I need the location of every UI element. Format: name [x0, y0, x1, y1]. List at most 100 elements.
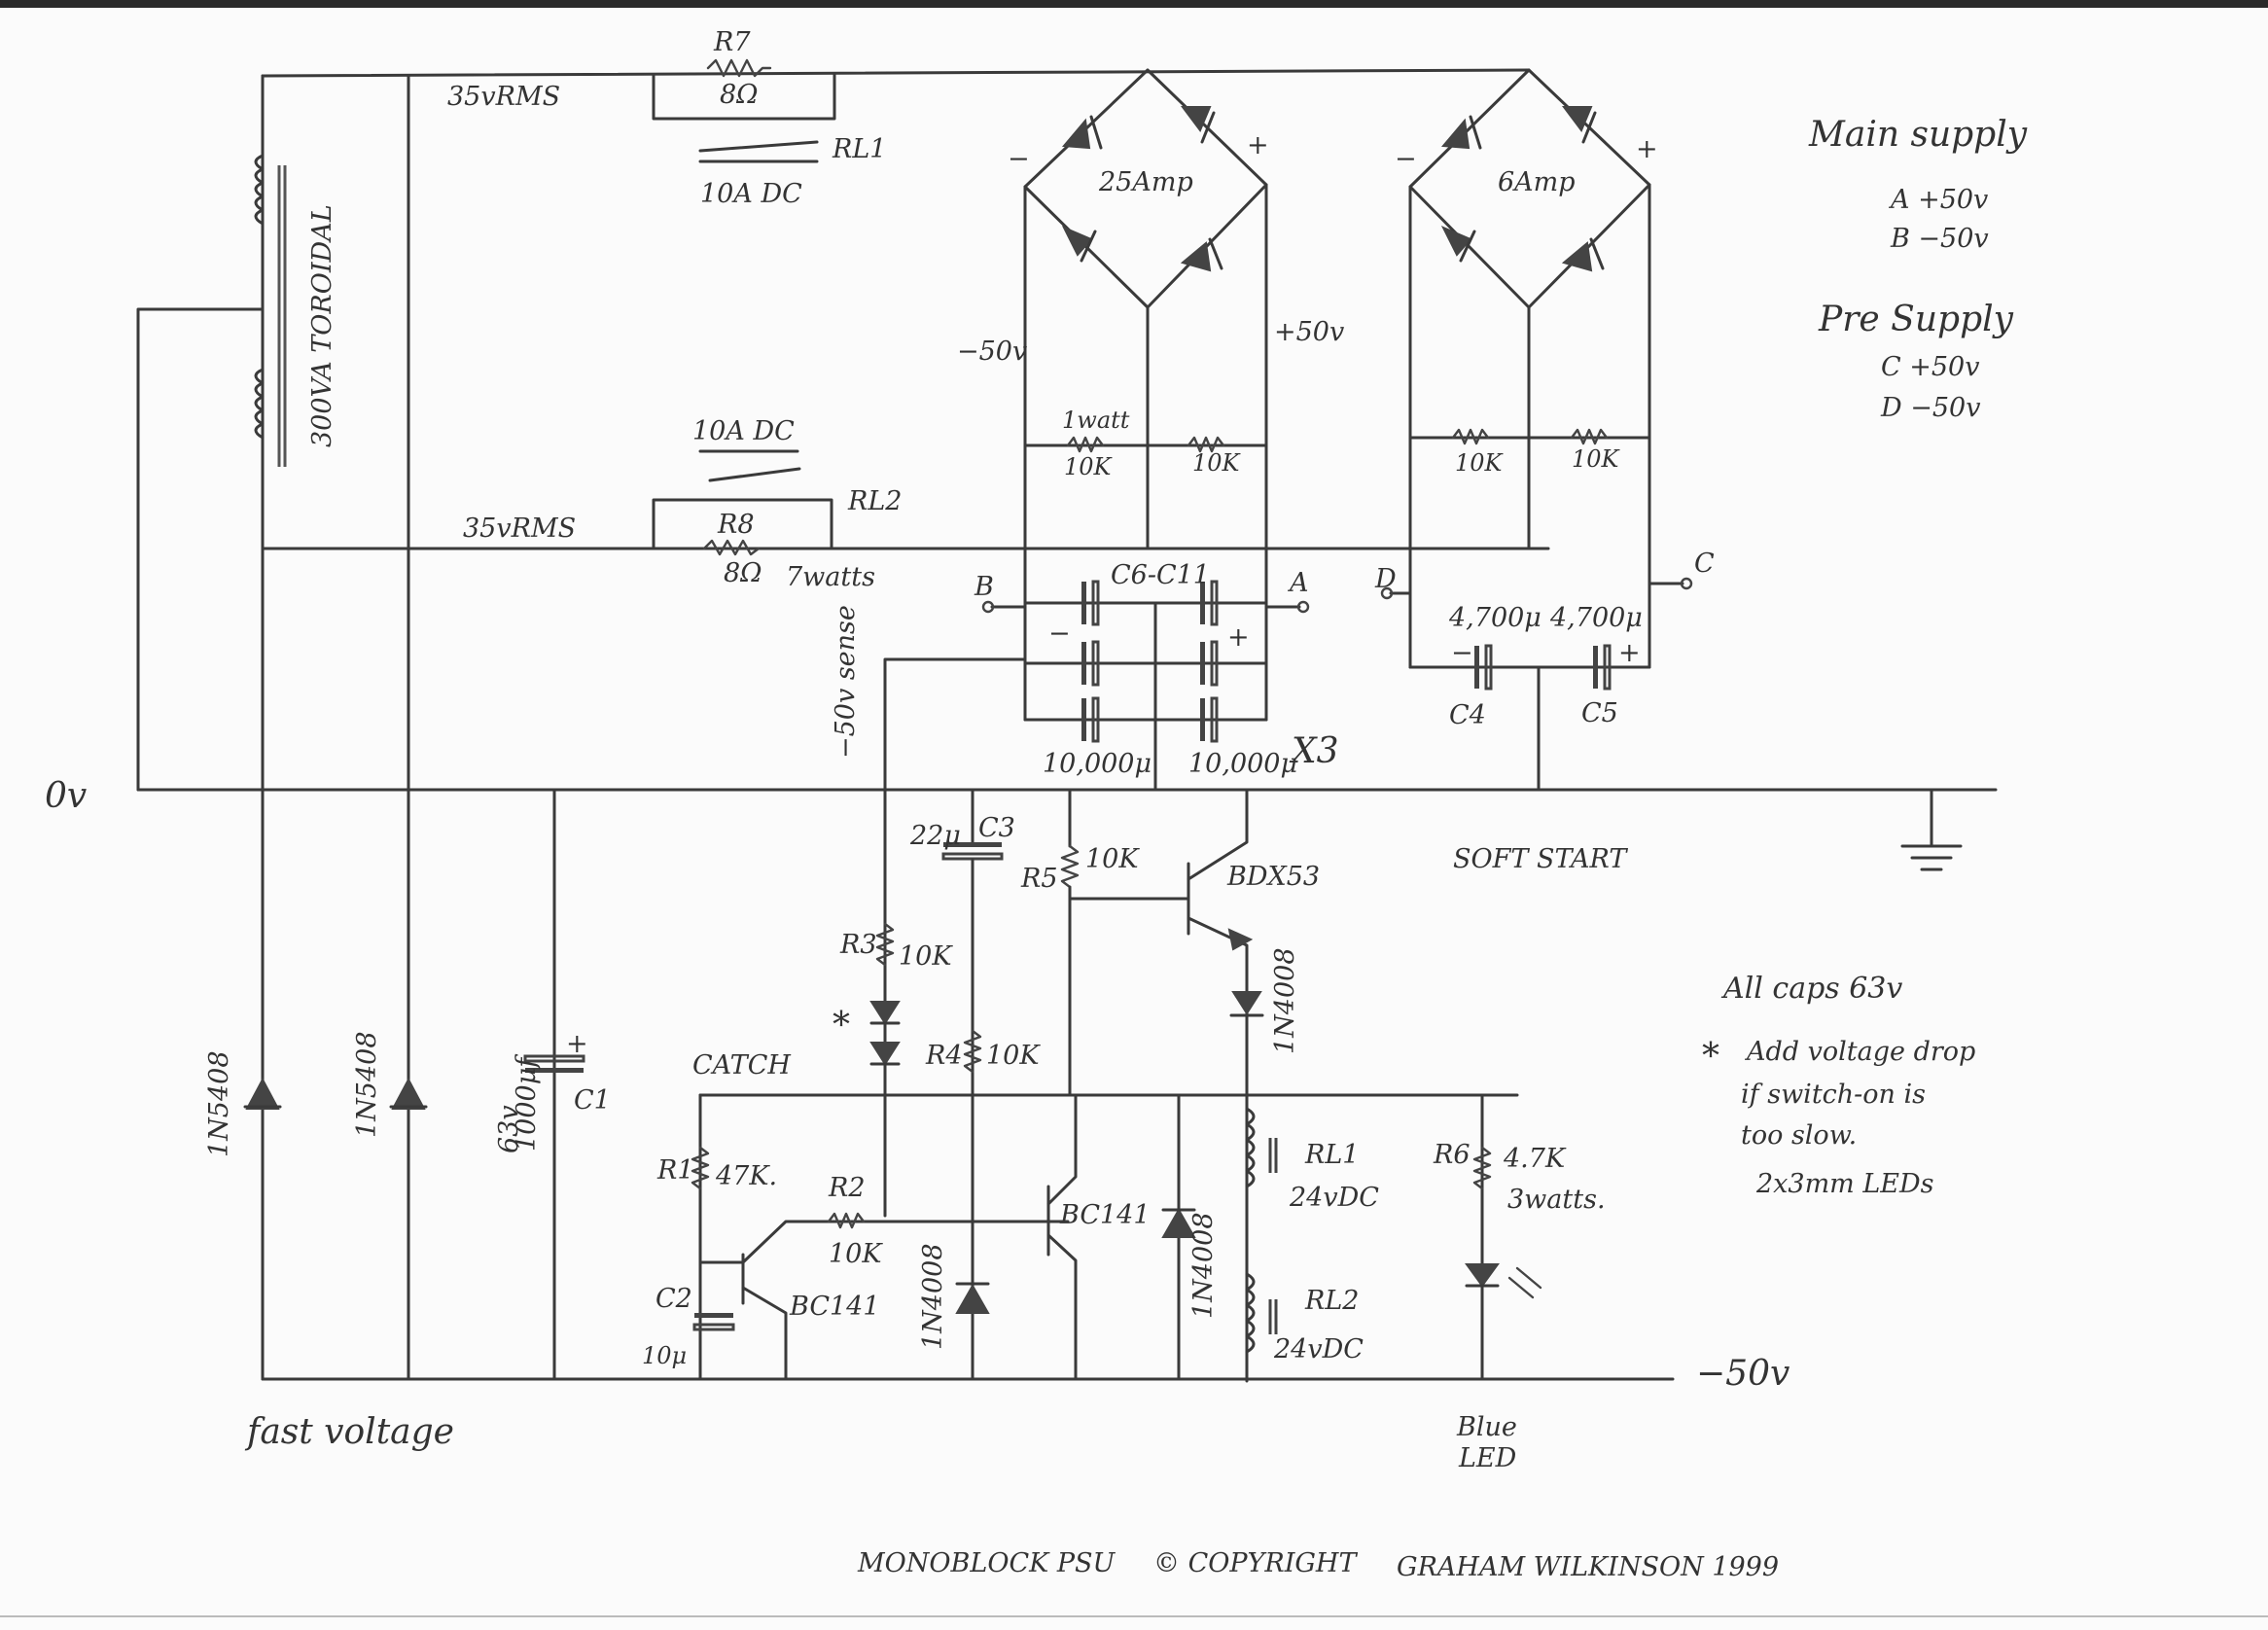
relay-rl1-label: RL1: [1304, 1140, 1359, 1170]
terminal-a: A: [1287, 568, 1309, 598]
secondary-voltage-top: 35vRMS: [447, 82, 560, 112]
r2-label: R2: [828, 1173, 866, 1203]
cap-bank-minus: −: [1048, 619, 1071, 649]
diode-1n4008: [1161, 1093, 1196, 1381]
c1-value: 1000μf: [512, 1054, 542, 1152]
all-caps-note: All caps 63v: [1720, 972, 1902, 1006]
cap-bank-c6-c11: [883, 580, 1310, 799]
bleed-resistors-pre: [1408, 428, 1651, 445]
bridge-diode: [1181, 106, 1216, 144]
pre-supply-d: D −50v: [1880, 393, 1980, 423]
rl2-switch: [698, 449, 801, 482]
cap-bank-label: C6-C11: [1111, 560, 1210, 590]
blue-led-label-1: Blue: [1456, 1412, 1517, 1442]
transformer-label: 300VA TOROIDAL: [307, 204, 337, 447]
c5-label: C5: [1581, 698, 1618, 728]
main-bridge: [1023, 68, 1268, 722]
c1-plus: +: [566, 1029, 588, 1059]
sheet-top-edge: [0, 0, 2268, 8]
r6-value: 4.7K: [1503, 1144, 1567, 1174]
relay-rl2-voltage: 24vDC: [1273, 1334, 1364, 1364]
bridge-diode: [1561, 237, 1605, 272]
bleed-power-label: 1watt: [1062, 407, 1130, 434]
c2-value: 10μ: [642, 1342, 687, 1369]
footer-copyright: © COPYRIGHT: [1153, 1548, 1358, 1578]
main-neg-label: −50v: [957, 337, 1027, 367]
r6-power: 3watts.: [1507, 1185, 1606, 1215]
pre-bridge-minus: −: [1395, 144, 1417, 174]
c2-label: C2: [656, 1284, 692, 1314]
c5-value: 4,700μ: [1549, 603, 1643, 633]
main-bridge-rating: 25Amp: [1098, 167, 1193, 197]
bc141-label-2: BC141: [1059, 1200, 1151, 1230]
r7-resistor: [652, 58, 836, 121]
note-line-4: 2x3mm LEDs: [1755, 1169, 1934, 1199]
zero-volt-label: 0v: [45, 776, 87, 816]
terminal-c: C: [1694, 549, 1715, 579]
bleed-value-1: 10K: [1064, 453, 1114, 480]
cap-bank-multiplier: X3: [1289, 731, 1339, 771]
diode-1n5408: [389, 1077, 428, 1110]
r8-resistor: [652, 498, 833, 556]
c5-plus: +: [1618, 638, 1641, 668]
footer-author: GRAHAM WILKINSON 1999: [1397, 1552, 1779, 1582]
cap-bank-value-2: 10,000μ: [1188, 749, 1297, 779]
c3-value: 22μ: [909, 821, 961, 851]
diode-1n4008-label-1: 1N4008: [1270, 947, 1300, 1054]
bridge-diode: [1440, 226, 1476, 263]
r8-value: 8Ω: [724, 558, 762, 588]
r8-label: R8: [717, 510, 755, 540]
catch-label: CATCH: [692, 1050, 791, 1081]
note-star: *: [1702, 1037, 1719, 1077]
r7-value: 8Ω: [720, 80, 759, 110]
rl1-rating: 10A DC: [700, 179, 802, 209]
fast-voltage-label: fast voltage: [244, 1412, 454, 1452]
note-line-3: too slow.: [1741, 1120, 1857, 1151]
bleed-resistors-main: [1023, 436, 1268, 453]
blue-led-label-2: LED: [1458, 1443, 1517, 1473]
c4-value: 4,700μ: [1448, 603, 1542, 633]
bleed-value-2: 10K: [1192, 449, 1242, 477]
bc141-label-1: BC141: [789, 1292, 880, 1322]
diode-1n5408: [243, 788, 282, 1381]
bc141-driver: [955, 1093, 1078, 1381]
pre-bridge-rating: 6Amp: [1498, 167, 1576, 197]
pre-supply-title: Pre Supply: [1818, 300, 2014, 339]
cap-bank-value-1: 10,000μ: [1043, 749, 1152, 779]
rl1-switch: [698, 140, 819, 163]
r5-label: R5: [1020, 864, 1058, 894]
relay-rl2-label: RL2: [1304, 1286, 1359, 1316]
c4-label: C4: [1449, 700, 1486, 730]
capacitor-c1: [523, 788, 585, 1381]
bleed-value-4: 10K: [1572, 445, 1621, 473]
r1-label: R1: [656, 1155, 694, 1186]
cap-bank-plus: +: [1227, 622, 1250, 653]
diode-1n5408-label-1: 1N5408: [204, 1050, 234, 1157]
c1-label: C1: [574, 1085, 611, 1116]
bridge-diode: [1061, 115, 1103, 150]
main-supply-title: Main supply: [1808, 115, 2028, 155]
r6-blue-led: [1465, 1093, 1542, 1381]
bridge-diode: [1061, 226, 1097, 263]
sense-label: −50v sense: [831, 605, 861, 759]
r4-label: R4: [925, 1041, 963, 1071]
footer-title: MONOBLOCK PSU: [857, 1548, 1116, 1578]
neg-rail-label: −50v: [1696, 1354, 1790, 1394]
r3-label: R3: [839, 930, 877, 960]
r3-led-chain: [869, 788, 901, 1218]
r4-value: 10K: [986, 1041, 1041, 1071]
bleed-value-3: 10K: [1455, 449, 1505, 477]
pre-supply-c: C +50v: [1881, 352, 1979, 382]
r8-power: 7watts: [786, 562, 875, 592]
diode-1n4008-label-2: 1N4008: [918, 1243, 948, 1350]
diode-1n5408-label-2: 1N5408: [352, 1031, 382, 1138]
led-star: *: [833, 1006, 850, 1045]
main-bridge-plus: +: [1247, 130, 1269, 160]
transformer: [136, 74, 287, 799]
pre-bridge: [1408, 68, 1651, 669]
r5-bdx53: [1060, 788, 1264, 1383]
diode-1n4008-label-3: 1N4008: [1188, 1212, 1219, 1319]
pre-bridge-plus: +: [1636, 134, 1658, 164]
r5-value: 10K: [1085, 844, 1140, 874]
